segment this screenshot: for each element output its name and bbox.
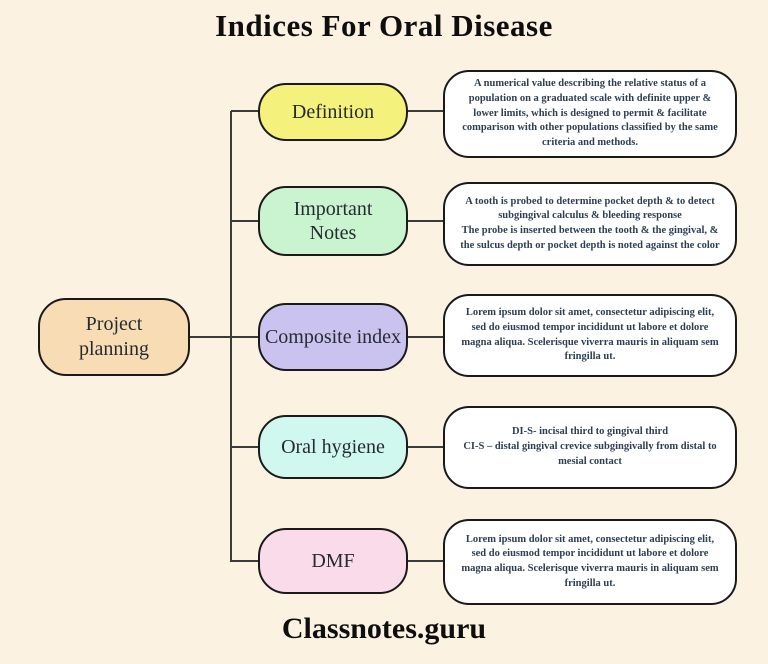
description-box-dmf: Lorem ipsum dolor sit amet, consectetur …	[443, 519, 737, 605]
description-text-oral-hygiene: DI-S- incisal third to gingival third CI…	[463, 426, 717, 467]
node-definition: Definition	[258, 83, 408, 141]
connector-composite-index-to-description	[405, 336, 445, 338]
diagram-title: Indices For Oral Disease	[215, 8, 553, 43]
description-text-dmf: Lorem ipsum dolor sit amet, consectetur …	[461, 533, 719, 589]
connector-branch-oral-hygiene	[231, 446, 259, 448]
description-box-important-notes: A tooth is probed to determine pocket de…	[443, 182, 737, 266]
description-text-definition: A numerical value describing the relativ…	[462, 78, 718, 149]
connector-branch-important-notes	[231, 220, 259, 222]
description-text-important-notes: A tooth is probed to determine pocket de…	[460, 195, 720, 251]
connector-branch-dmf	[231, 560, 259, 562]
node-oral-hygiene: Oral hygiene	[258, 415, 408, 479]
connector-definition-to-description	[405, 110, 445, 112]
watermark-classnotes-guru: Classnotes.guru	[281, 612, 487, 645]
description-box-composite-index: Lorem ipsum dolor sit amet, consectetur …	[443, 294, 737, 377]
description-text-composite-index: Lorem ipsum dolor sit amet, consectetur …	[461, 307, 719, 363]
node-composite-index: Composite index	[258, 303, 408, 371]
connector-dmf-to-description	[405, 560, 445, 562]
connector-branch-definition	[231, 110, 259, 112]
connector-oral-hygiene-to-description	[405, 446, 445, 448]
description-box-definition: A numerical value describing the relativ…	[443, 70, 737, 158]
node-project-planning: Project planning	[38, 298, 190, 376]
description-box-oral-hygiene: DI-S- incisal third to gingival third CI…	[443, 406, 737, 489]
node-dmf: DMF	[258, 528, 408, 594]
connector-important-notes-to-description	[405, 220, 445, 222]
connector-root-to-composite-index	[190, 336, 259, 338]
node-important-notes: Important Notes	[258, 186, 408, 256]
